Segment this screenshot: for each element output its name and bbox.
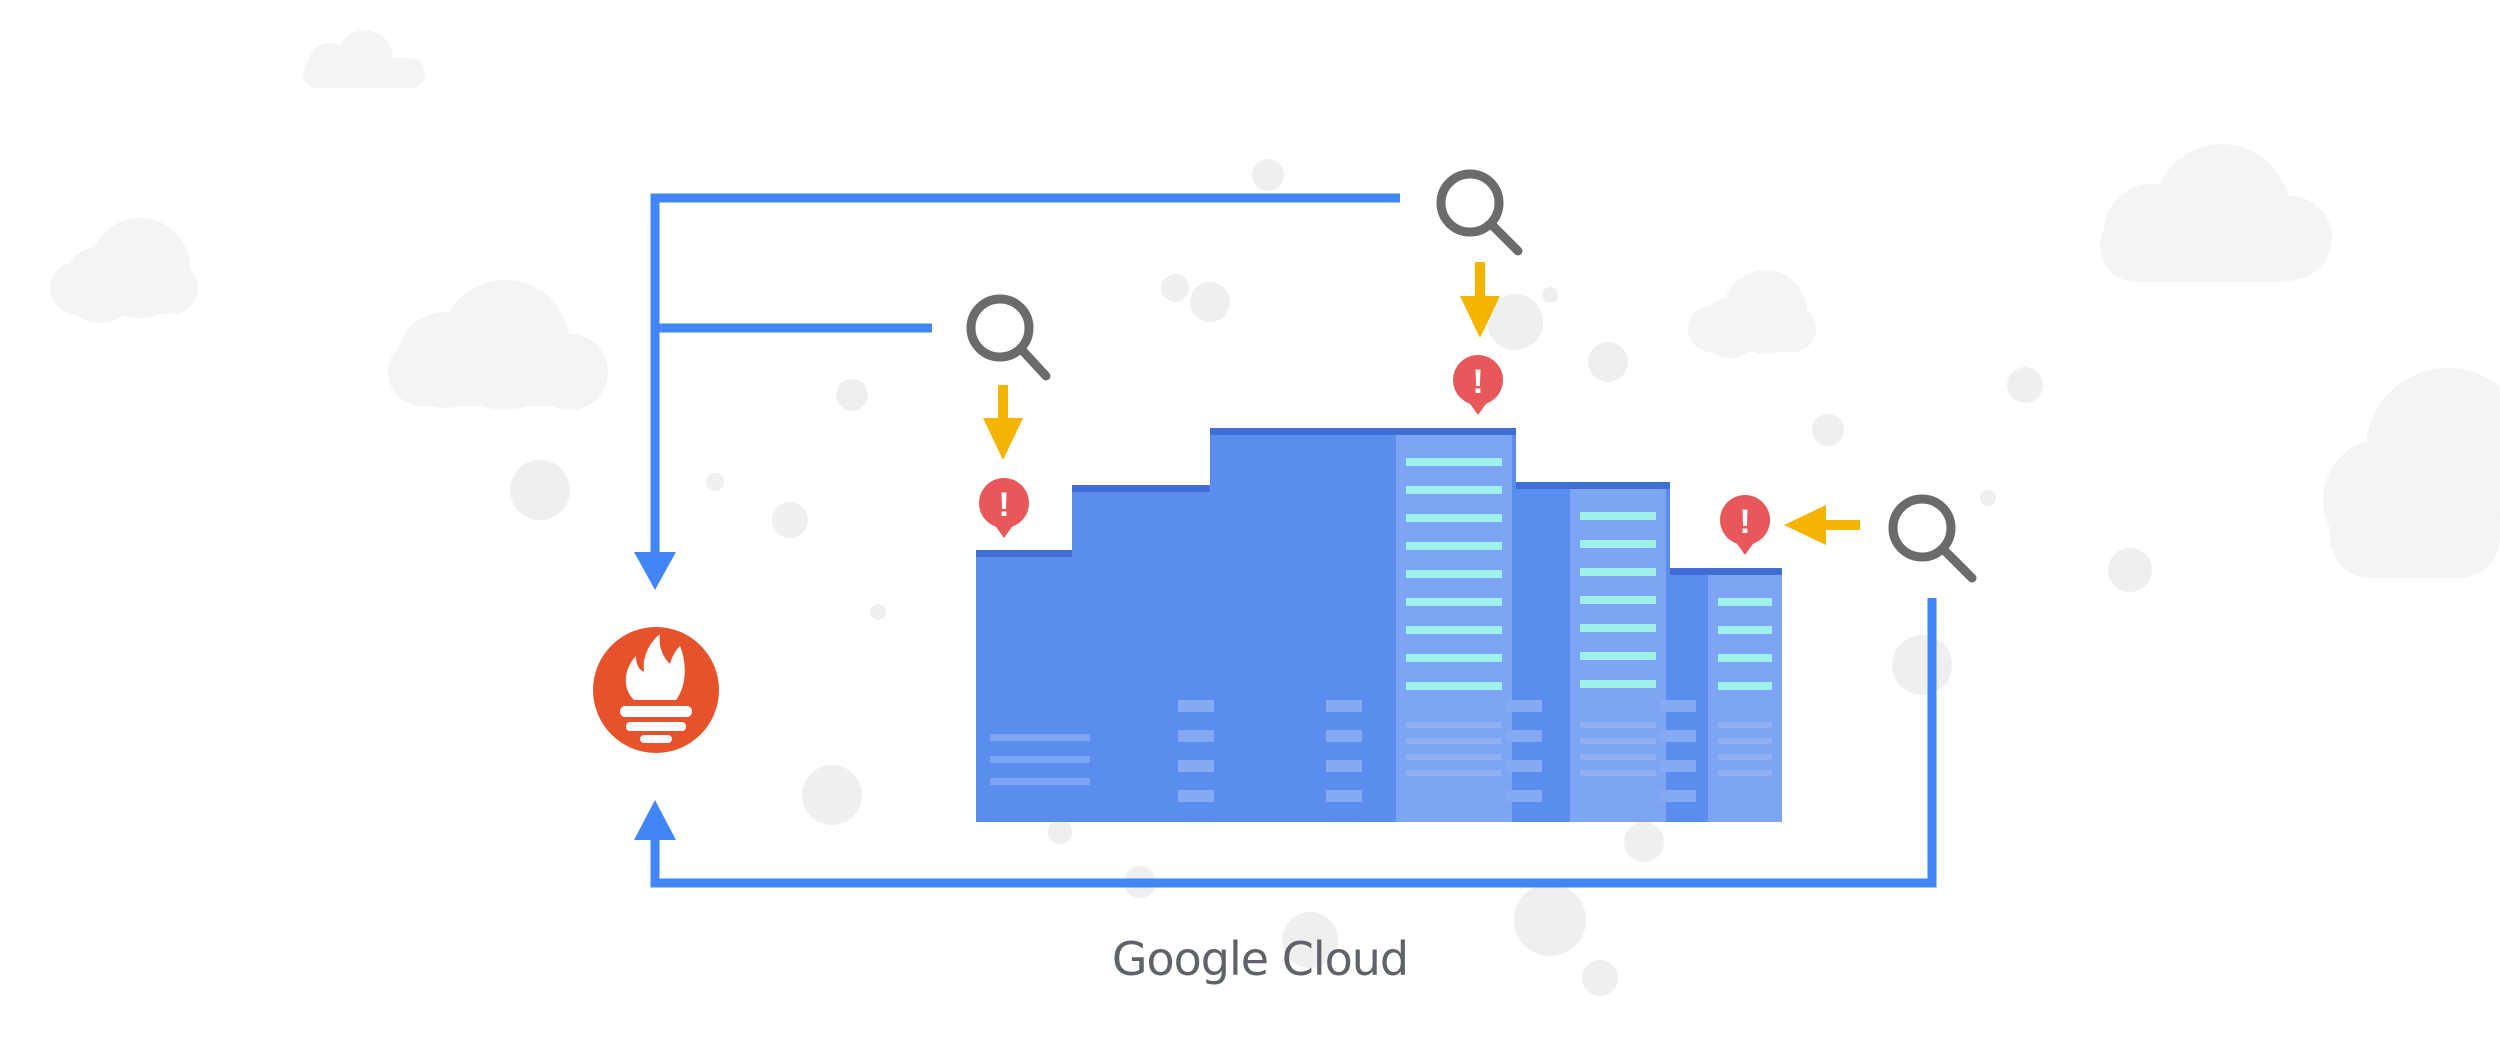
arrow-up-to-prometheus [634, 800, 676, 840]
building-roof [1210, 428, 1516, 435]
building-ledge [1660, 730, 1696, 742]
magnifier-icon [966, 294, 1051, 381]
building-panel-line [990, 734, 1090, 741]
alert-arrow-icon [983, 385, 1023, 460]
cloud-icon [303, 30, 425, 88]
building-vent-line [1406, 722, 1502, 728]
building-roof [1072, 485, 1336, 492]
building-ledge [1326, 790, 1362, 802]
cloud-icon [388, 280, 608, 410]
building-vent-line [1718, 722, 1772, 728]
building-roof [1670, 568, 1782, 575]
building-ledge [1178, 700, 1214, 712]
building-ledge [1506, 760, 1542, 772]
building-vent-line [1580, 770, 1656, 776]
building-window-light [1580, 596, 1656, 604]
building-window-light [1406, 598, 1502, 606]
building-window-light [1406, 570, 1502, 578]
building-ledge [1506, 790, 1542, 802]
building-vent-line [1580, 738, 1656, 744]
cloud-icon [50, 218, 198, 323]
scrape-flow-lines [650, 193, 1937, 888]
cloud-icon [2100, 144, 2332, 282]
building-roof [1516, 482, 1670, 489]
building-vent-line [1580, 722, 1656, 728]
building-ledge [1326, 760, 1362, 772]
alert-arrow-icon [1784, 505, 1860, 545]
building-panel-line [990, 756, 1090, 763]
building-window-light [1406, 486, 1502, 494]
building-window-light [1718, 682, 1772, 690]
alert-symbol: ! [998, 486, 1009, 524]
magnifier-icon [1888, 494, 1977, 583]
cloud-icon [2323, 368, 2500, 578]
building-window-column [1708, 575, 1782, 822]
google-cloud-logo: Google Cloud [1111, 932, 1409, 986]
building-ledge [1326, 700, 1362, 712]
building-window-light [1580, 512, 1656, 520]
building-window-light [1406, 654, 1502, 662]
building-ledge [1660, 700, 1696, 712]
building-window-light [1580, 680, 1656, 688]
building-ledge [1506, 730, 1542, 742]
building-vent-line [1718, 738, 1772, 744]
building-window-light [1406, 682, 1502, 690]
building-window-light [1406, 542, 1502, 550]
building-ledge [1178, 730, 1214, 742]
exclamation-badge-icon: ! [979, 478, 1029, 538]
background-bubbles [510, 159, 2152, 996]
building-window-light [1406, 626, 1502, 634]
background-clouds [50, 30, 2500, 578]
building-window-light [1718, 598, 1772, 606]
building-window-light [1406, 458, 1502, 466]
building-window-light [1580, 540, 1656, 548]
building-ledge [1660, 790, 1696, 802]
building-window-light [1718, 626, 1772, 634]
building-ledge [1178, 760, 1214, 772]
building-vent-line [1718, 754, 1772, 760]
prometheus-torch-icon [593, 627, 719, 753]
exclamation-badge-icon: ! [1453, 355, 1503, 415]
building-vent-line [1406, 754, 1502, 760]
building-vent-line [1718, 770, 1772, 776]
building-vent-line [1580, 754, 1656, 760]
exclamation-badge-icon: ! [1720, 495, 1770, 555]
magnifier-icon [1436, 169, 1523, 256]
building-vent-line [1406, 738, 1502, 744]
building-cluster [976, 428, 1782, 822]
cloud-icon [1688, 270, 1816, 358]
flow-line-bottom [650, 598, 1937, 888]
alert-arrow-icon [1460, 262, 1500, 338]
building-ledge [1660, 760, 1696, 772]
building-window-light [1406, 514, 1502, 522]
building-window-light [1580, 568, 1656, 576]
flow-line-top [650, 193, 1400, 556]
building-ledge [1506, 700, 1542, 712]
building-vent-line [1406, 770, 1502, 776]
building-ledge [1178, 790, 1214, 802]
building-ledge [1326, 730, 1362, 742]
building-window-light [1718, 654, 1772, 662]
building-window-light [1580, 624, 1656, 632]
building-panel-line [990, 778, 1090, 785]
alert-symbol: ! [1739, 503, 1750, 541]
alert-symbol: ! [1472, 363, 1483, 401]
building-window-light [1580, 652, 1656, 660]
arrow-down-to-prometheus [634, 552, 676, 590]
